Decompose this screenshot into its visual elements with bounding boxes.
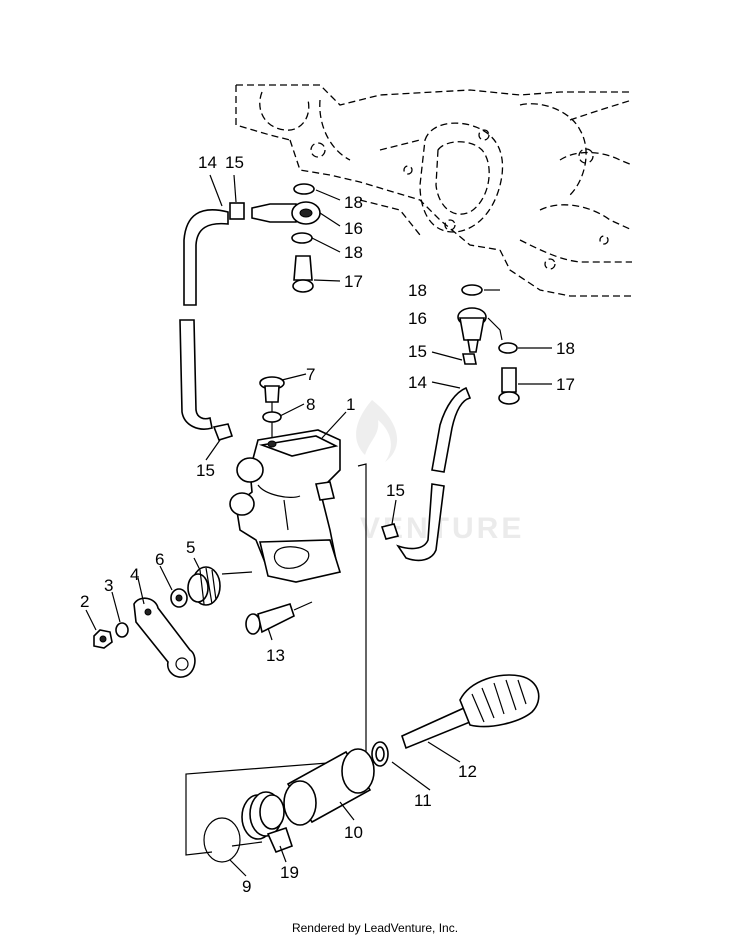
pump-mount-bolt — [245, 601, 313, 635]
label-part-9: 9 — [242, 877, 251, 896]
label-part-17-left: 17 — [344, 272, 363, 291]
label-part-1: 1 — [346, 395, 355, 414]
label-part-17-right: 17 — [556, 375, 575, 394]
label-part-4: 4 — [130, 565, 139, 584]
label-part-7: 7 — [306, 365, 315, 384]
label-part-15-right: 15 — [408, 342, 427, 361]
render-credit: Rendered by LeadVenture, Inc. — [291, 921, 459, 935]
label-part-15-left: 15 — [196, 461, 215, 480]
oil-pump-body — [229, 429, 342, 583]
banjo-bolt-right — [498, 367, 520, 405]
banjo-fitting-left — [251, 201, 321, 225]
leader-lines — [85, 174, 552, 877]
washer-18-d — [498, 342, 518, 354]
drive-shaft — [401, 674, 540, 750]
washer-18-c — [461, 284, 483, 296]
part-labels: 14 15 18 16 18 17 18 16 15 18 14 17 7 8 … — [80, 153, 575, 896]
label-part-5: 5 — [186, 538, 195, 557]
label-part-12: 12 — [458, 762, 477, 781]
washer-18-b — [291, 232, 313, 244]
label-part-16-right: 16 — [408, 309, 427, 328]
sleeve — [283, 748, 375, 826]
label-part-18-a: 18 — [344, 193, 363, 212]
label-part-14-right: 14 — [408, 373, 427, 392]
snap-ring — [203, 817, 241, 863]
assembly-bracket — [185, 463, 367, 856]
label-part-3: 3 — [104, 576, 113, 595]
hose-left — [179, 209, 229, 430]
hose-clamp-mid-left — [212, 423, 234, 441]
drive-gear — [187, 566, 221, 606]
label-part-11: 11 — [414, 791, 432, 810]
hose-clamp-top-left — [229, 202, 245, 220]
label-part-8: 8 — [306, 395, 315, 414]
pump-top-bolt — [259, 376, 285, 403]
label-part-6: 6 — [155, 550, 164, 569]
lever-arm — [133, 597, 196, 678]
label-part-13: 13 — [266, 646, 285, 665]
pump-top-washer — [262, 411, 282, 423]
driven-gear — [241, 791, 294, 854]
label-part-19: 19 — [280, 863, 299, 882]
banjo-fitting-right — [457, 307, 487, 353]
label-part-18-d: 18 — [556, 339, 575, 358]
label-part-18-c: 18 — [408, 281, 427, 300]
label-part-2: 2 — [80, 592, 89, 611]
label-part-15-bottom: 15 — [386, 481, 405, 500]
label-part-15-top: 15 — [225, 153, 244, 172]
hose-clamp-right-bottom — [380, 523, 400, 540]
hose-right — [396, 386, 472, 562]
label-part-14-left: 14 — [198, 153, 217, 172]
label-part-18-b: 18 — [344, 243, 363, 262]
label-part-10: 10 — [344, 823, 363, 842]
engine-block-outline — [235, 84, 633, 297]
washer-18-a — [293, 183, 315, 195]
washer-3 — [115, 622, 129, 638]
banjo-bolt-left — [292, 255, 314, 293]
label-part-16-left: 16 — [344, 219, 363, 238]
hose-clamp-right-top — [462, 353, 477, 365]
